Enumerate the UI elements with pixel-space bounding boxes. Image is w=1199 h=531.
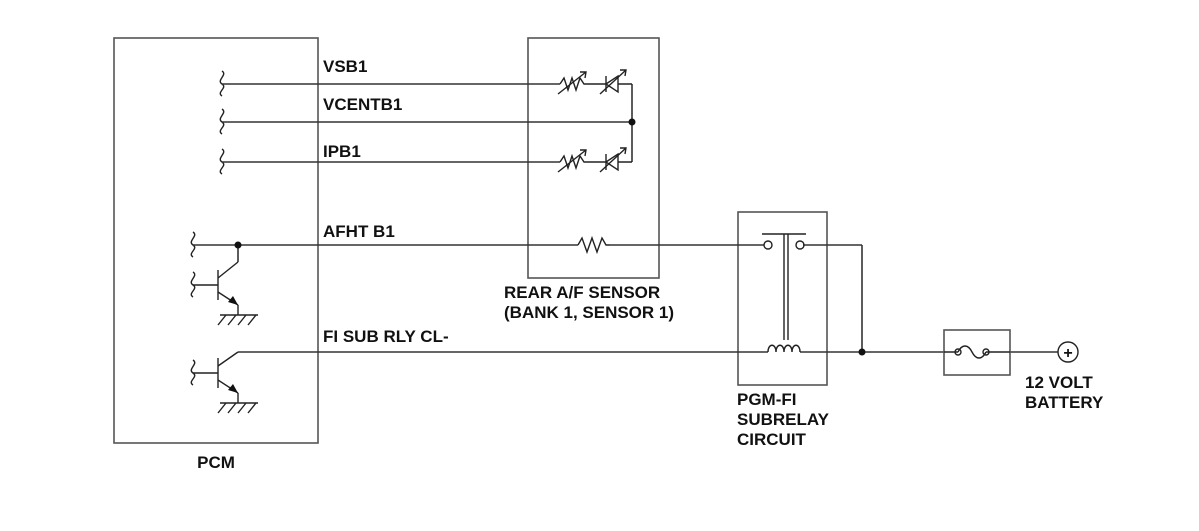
pgm-fi-label-3: CIRCUIT bbox=[737, 430, 807, 449]
variable-resistor-bottom bbox=[559, 153, 596, 171]
heater-resistor bbox=[577, 235, 610, 255]
relay-switch bbox=[762, 233, 806, 340]
cell-symbol-bottom bbox=[596, 152, 632, 172]
pcm-box bbox=[113, 37, 319, 444]
sensor-cell-top bbox=[557, 69, 632, 95]
transistor-afht bbox=[193, 261, 258, 326]
variable-resistor-top bbox=[559, 75, 596, 93]
sensor-cell-bottom bbox=[557, 147, 632, 173]
battery-label-2: BATTERY bbox=[1025, 393, 1104, 412]
fi-sub-rly-label: FI SUB RLY CL- bbox=[323, 327, 449, 346]
cell-arrow-bottom bbox=[599, 147, 627, 173]
battery-label-1: 12 VOLT bbox=[1025, 373, 1093, 392]
pgm-fi-label-2: SUBRELAY bbox=[737, 410, 830, 429]
transistor-fi-sub-rly bbox=[193, 351, 258, 414]
rear-af-sensor-label-1: REAR A/F SENSOR bbox=[504, 283, 660, 302]
junction-dot-afht bbox=[234, 241, 242, 249]
battery-plus: + bbox=[1063, 345, 1072, 362]
junction-dot-relay bbox=[858, 348, 866, 356]
cell-symbol-top bbox=[596, 74, 632, 94]
rear-af-sensor-box bbox=[527, 37, 660, 279]
pgm-fi-label-1: PGM-FI bbox=[737, 390, 797, 409]
vsb1-label: VSB1 bbox=[323, 57, 367, 76]
wires bbox=[193, 83, 1058, 353]
vcentb1-label: VCENTB1 bbox=[323, 95, 402, 114]
afht-b1-label: AFHT B1 bbox=[323, 222, 395, 241]
rear-af-sensor-label-2: (BANK 1, SENSOR 1) bbox=[504, 303, 674, 322]
variable-arrow-top bbox=[557, 71, 587, 95]
battery-terminal-icon bbox=[1057, 341, 1079, 363]
variable-arrow-bottom bbox=[557, 149, 587, 173]
ground-icon-fi bbox=[217, 402, 257, 414]
junction-dot-sensor bbox=[628, 118, 636, 126]
ground-icon-afht bbox=[217, 314, 257, 326]
relay-coil bbox=[767, 344, 801, 353]
ipb1-label: IPB1 bbox=[323, 142, 361, 161]
pcm-label: PCM bbox=[197, 453, 235, 472]
pgm-fi-subrelay-box bbox=[737, 211, 828, 386]
fuse-icon bbox=[944, 345, 1010, 359]
cell-arrow-top bbox=[599, 69, 627, 95]
